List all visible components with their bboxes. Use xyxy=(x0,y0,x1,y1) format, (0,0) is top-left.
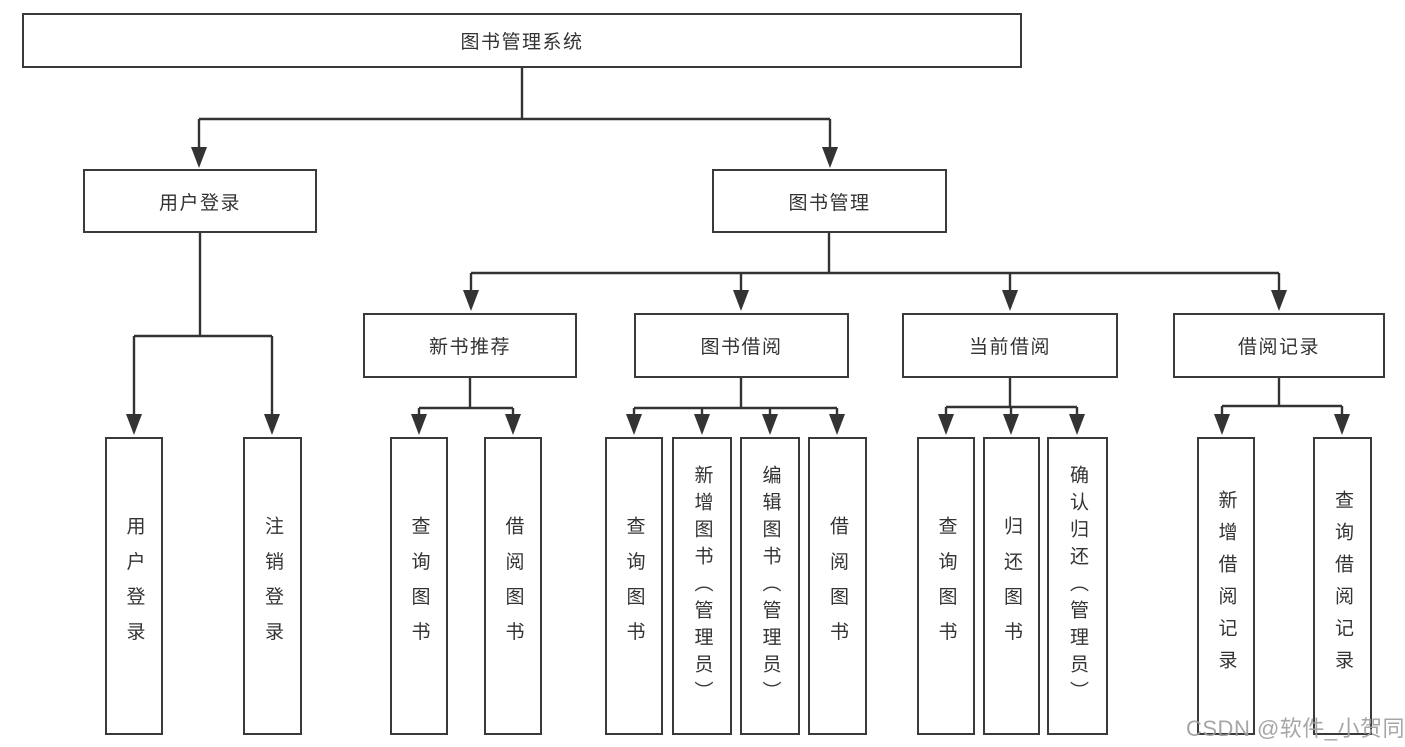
node-current-borrowing: 当前借阅 xyxy=(902,313,1118,378)
leaf-query-books-borrowing: 查询图书 xyxy=(605,437,663,735)
node-label: 查询借阅记录 xyxy=(1332,490,1353,682)
leaf-confirm-return-admin: 确认归还（管理员） xyxy=(1047,437,1108,735)
leaf-borrow-books-recommend: 借阅图书 xyxy=(484,437,542,735)
node-label: 查询图书 xyxy=(623,515,645,657)
node-label: 图书借阅 xyxy=(700,337,783,358)
node-user-login-branch: 用户登录 xyxy=(83,169,317,233)
node-label: 新增图书（管理员） xyxy=(691,464,713,708)
csdn-watermark: CSDN @软件_小贺同学 xyxy=(1186,716,1405,741)
leaf-user-login: 用户登录 xyxy=(105,437,163,735)
node-label: 当前借阅 xyxy=(968,337,1051,358)
node-label: 用户登录 xyxy=(158,192,241,214)
leaf-add-borrow-record: 新增借阅记录 xyxy=(1197,437,1255,735)
node-label: 新书推荐 xyxy=(428,337,511,358)
leaf-query-books-current: 查询图书 xyxy=(917,437,975,735)
node-book-management-branch: 图书管理 xyxy=(712,169,947,233)
node-new-book-recommend: 新书推荐 xyxy=(363,313,577,378)
node-label: 用户登录 xyxy=(123,515,145,657)
node-label: 查询图书 xyxy=(408,515,430,657)
node-label: 图书管理 xyxy=(788,192,871,214)
node-label: 借阅图书 xyxy=(827,515,848,657)
node-root-label: 图书管理系统 xyxy=(460,32,584,53)
node-label: 归还图书 xyxy=(1001,515,1022,657)
leaf-return-books: 归还图书 xyxy=(983,437,1040,735)
node-label: 借阅图书 xyxy=(502,515,524,657)
node-label: 查询图书 xyxy=(935,515,957,657)
node-label: 新增借阅记录 xyxy=(1215,490,1237,682)
node-label: 注销登录 xyxy=(262,515,283,657)
node-label: 编辑图书（管理员） xyxy=(759,464,781,708)
node-borrowing-records: 借阅记录 xyxy=(1173,313,1385,378)
leaf-logout: 注销登录 xyxy=(243,437,302,735)
leaf-add-books-admin: 新增图书（管理员） xyxy=(672,437,732,735)
leaf-edit-books-admin: 编辑图书（管理员） xyxy=(740,437,800,735)
node-label: 借阅记录 xyxy=(1237,337,1320,358)
leaf-query-books-recommend: 查询图书 xyxy=(390,437,448,735)
node-root: 图书管理系统 xyxy=(22,13,1022,68)
node-book-borrowing: 图书借阅 xyxy=(634,313,849,378)
node-label: 确认归还（管理员） xyxy=(1067,464,1088,708)
leaf-borrow-books: 借阅图书 xyxy=(808,437,867,735)
leaf-query-borrow-record: 查询借阅记录 xyxy=(1313,437,1372,735)
